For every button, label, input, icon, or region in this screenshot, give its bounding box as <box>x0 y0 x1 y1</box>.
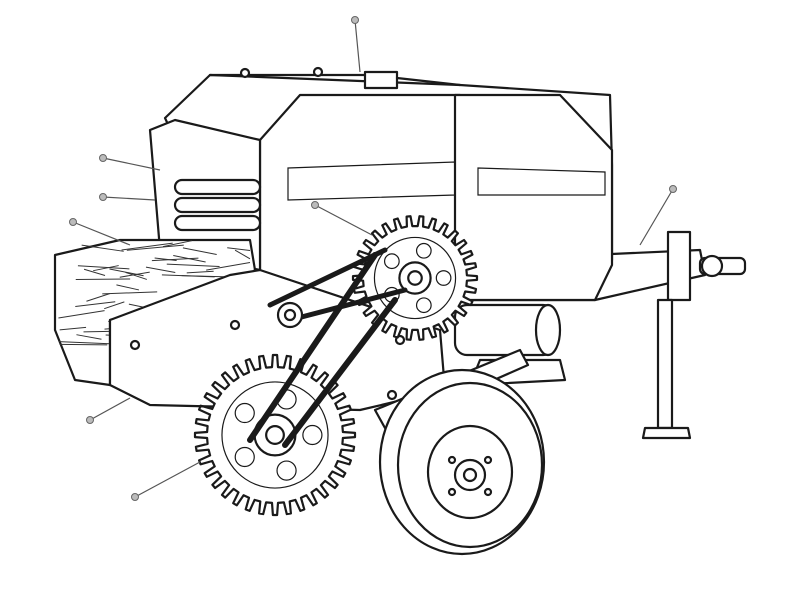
callout-line <box>135 462 200 497</box>
callout-dot <box>70 219 77 226</box>
callout-line <box>355 20 360 72</box>
callout-dot <box>100 155 107 162</box>
callout-line <box>103 197 155 200</box>
callout-dot <box>100 194 107 201</box>
callout-dot <box>670 186 677 193</box>
callout-line <box>73 222 130 245</box>
callout-dot <box>132 494 139 501</box>
callout-dot <box>312 202 319 209</box>
gear-axle <box>408 271 422 285</box>
hitch-tongue <box>590 232 745 300</box>
gear-axle <box>266 426 284 444</box>
callout-dot <box>352 17 359 24</box>
callout-line <box>90 398 130 420</box>
jack-stand <box>643 300 690 438</box>
wheel <box>380 370 544 554</box>
hay-straw <box>60 344 108 345</box>
callout-dot <box>87 417 94 424</box>
